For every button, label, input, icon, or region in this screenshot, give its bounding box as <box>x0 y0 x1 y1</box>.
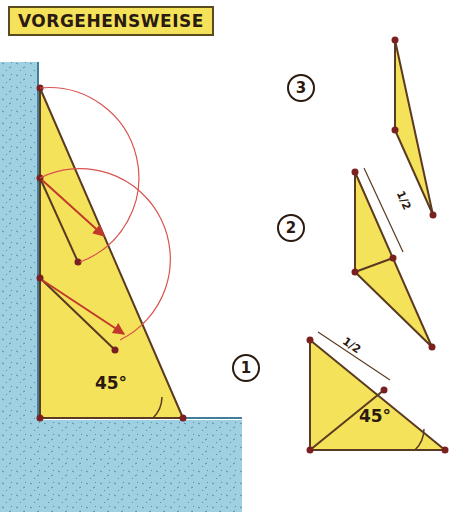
title-banner: VORGEHENSWEISE <box>8 6 214 36</box>
piece-dots <box>307 37 449 454</box>
floor <box>0 420 242 512</box>
step-number: 1 <box>241 359 251 377</box>
piece-1 <box>310 332 445 450</box>
step-number: 3 <box>296 79 306 97</box>
step-circle: 1 <box>232 354 260 382</box>
left-triangle <box>40 88 183 418</box>
corner-dots <box>37 85 187 422</box>
step-circle: 3 <box>287 74 315 102</box>
step-number: 2 <box>286 219 296 237</box>
step-circle: 2 <box>277 214 305 242</box>
construction-arcs <box>40 88 170 340</box>
wall-edge <box>38 62 242 418</box>
angle-label: 45° <box>95 373 127 393</box>
angle-arcs <box>153 397 424 450</box>
piece-3 <box>395 40 433 215</box>
dimension-label: 1/2 <box>394 189 414 212</box>
angle-label: 45° <box>359 406 391 426</box>
piece-2 <box>355 168 432 347</box>
dimension-label: 1/2 <box>340 334 363 356</box>
